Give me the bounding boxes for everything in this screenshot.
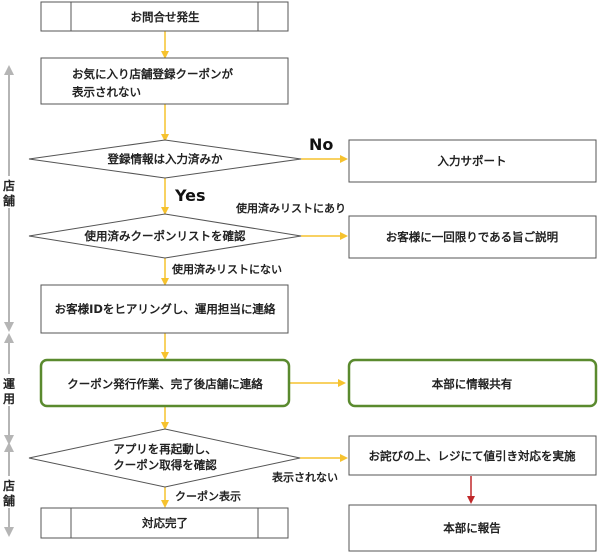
done-label: 対応完了 <box>141 516 188 530</box>
node-share-hq: 本部に情報共有 <box>347 358 598 408</box>
lane-store-top-char2: 舗 <box>2 193 15 208</box>
decision-used-list-label: 使用済みクーポンリストを確認 <box>84 229 246 243</box>
node-input-support: 入力サポート <box>348 139 597 183</box>
edge-label-yes: Yes <box>174 186 206 205</box>
share-hq-label: 本部に情報共有 <box>432 377 513 391</box>
node-issue-coupon: クーポン発行作業、完了後店舗に連絡 <box>39 358 291 408</box>
lane-store-top-char1: 店 <box>3 178 15 193</box>
node-explain-one-time: お客様に一回限りである旨ご説明 <box>348 215 597 259</box>
lane-store-bottom-char2: 舗 <box>2 493 15 508</box>
node-issue-line2: 表示されない <box>71 85 141 99</box>
node-apology-discount: お詫びの上、レジにて値引き対応を実施 <box>348 435 597 476</box>
report-hq-label: 本部に報告 <box>443 521 501 535</box>
edge-label-coupon-displayed: クーポン表示 <box>175 489 241 503</box>
input-support-label: 入力サポート <box>438 154 507 168</box>
apology-discount-label: お詫びの上、レジにて値引き対応を実施 <box>369 449 576 463</box>
edge-label-in-used-list: 使用済みリストにあり <box>235 201 346 215</box>
hearing-contact-label: お客様IDをヒアリングし、運用担当に連絡 <box>55 302 276 316</box>
edge-label-no: No <box>309 135 333 154</box>
edge-label-not-in-used-list: 使用済みリストにない <box>171 262 282 276</box>
node-issue-line1: お気に入り店舗登録クーポンが <box>72 67 233 81</box>
lane-ops-char2: 用 <box>2 392 15 406</box>
lane-store-bottom-char1: 店 <box>3 478 15 493</box>
node-start-label: お問合せ発生 <box>131 10 200 24</box>
issue-coupon-label: クーポン発行作業、完了後店舗に連絡 <box>67 377 263 391</box>
decision-restart-line1: アプリを再起動し、 <box>113 442 217 456</box>
decision-registered-label: 登録情報は入力済みか <box>107 152 223 166</box>
node-start: お問合せ発生 <box>40 1 289 32</box>
node-issue: お気に入り店舗登録クーポンが 表示されない <box>40 57 289 105</box>
edge-label-not-displayed: 表示されない <box>271 470 338 484</box>
decision-restart-line2: クーポン取得を確認 <box>113 458 217 472</box>
lane-labels: 店 舗 運 用 店 舗 <box>1 176 17 508</box>
explain-one-time-label: お客様に一回限りである旨ご説明 <box>386 230 558 244</box>
node-report-hq: 本部に報告 <box>348 504 597 552</box>
node-decision-registered: 登録情報は入力済みか <box>28 139 302 179</box>
connectors <box>161 31 348 508</box>
node-decision-used-list: 使用済みクーポンリストを確認 <box>28 213 302 259</box>
node-decision-restart: アプリを再起動し、 クーポン取得を確認 <box>28 428 301 488</box>
node-done: 対応完了 <box>40 507 289 539</box>
node-hearing-contact: お客様IDをヒアリングし、運用担当に連絡 <box>40 284 289 334</box>
lane-ops-char1: 運 <box>3 377 15 391</box>
